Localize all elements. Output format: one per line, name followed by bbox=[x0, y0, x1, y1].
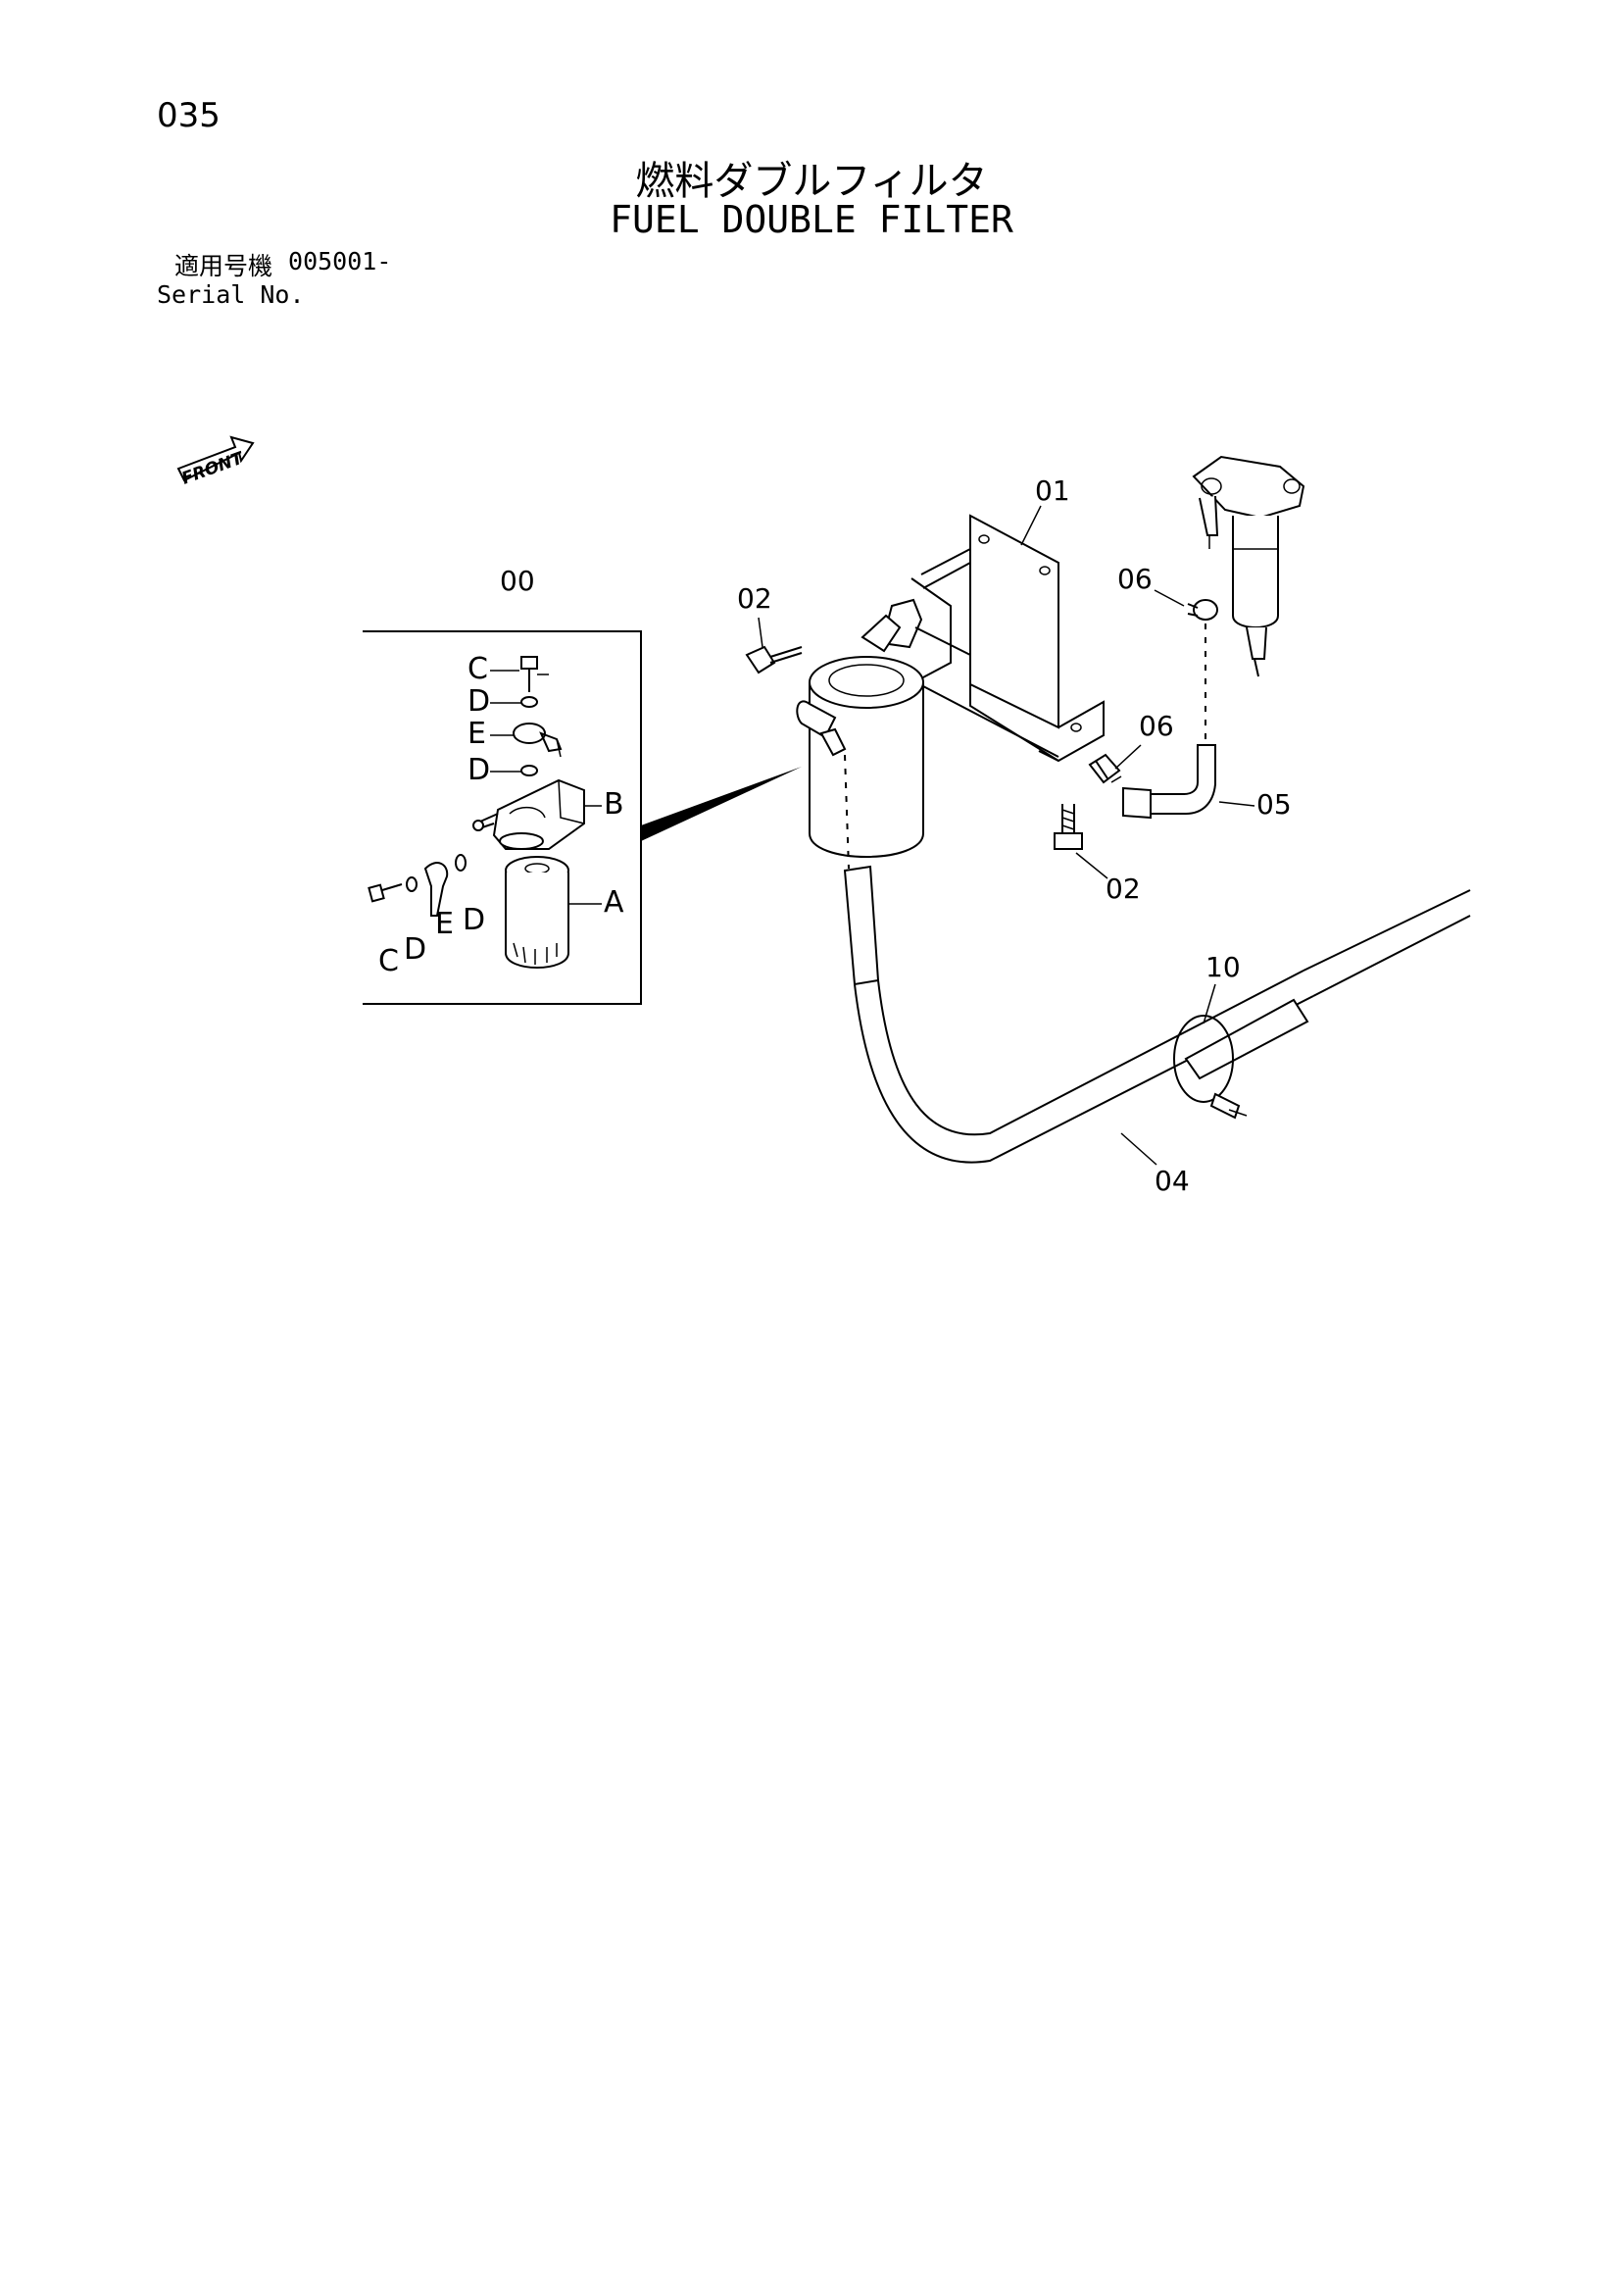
detail-label-d: D bbox=[463, 903, 485, 937]
detail-label-b: B bbox=[604, 787, 624, 822]
detail-label-d: D bbox=[467, 753, 490, 787]
serial-label-english: Serial No. bbox=[157, 280, 305, 309]
part-label-02: 02 bbox=[1106, 873, 1141, 905]
label-assembly-00: 00 bbox=[500, 565, 535, 597]
detail-label-d: D bbox=[467, 684, 490, 719]
part-label-04: 04 bbox=[1155, 1165, 1190, 1197]
serial-row: 適用号機 005001- bbox=[157, 247, 391, 282]
part-label-10: 10 bbox=[1205, 951, 1241, 983]
part-label-06: 06 bbox=[1117, 563, 1153, 595]
detail-washer-icon bbox=[520, 765, 538, 776]
hose-clamp-icon bbox=[1187, 599, 1218, 621]
detail-label-d: D bbox=[404, 932, 426, 967]
bolt-icon bbox=[1054, 804, 1083, 850]
part-label-01: 01 bbox=[1035, 474, 1070, 507]
page-title-english: FUEL DOUBLE FILTER bbox=[610, 198, 1013, 241]
front-arrow-icon: FRONT bbox=[176, 435, 255, 489]
detail-washer-icon bbox=[520, 696, 538, 708]
detail-eye-joint-icon bbox=[513, 723, 563, 758]
hose-clamp-icon bbox=[1088, 753, 1121, 784]
detail-filter-cartridge-icon bbox=[505, 856, 569, 969]
detail-box: C D E D B A C D E D bbox=[363, 630, 802, 1005]
fuel-filter-canister-icon bbox=[796, 598, 1059, 858]
detail-label-a: A bbox=[604, 885, 624, 920]
serial-label-japanese: 適用号機 bbox=[174, 252, 273, 280]
page-number: 035 bbox=[157, 96, 221, 135]
part-label-05: 05 bbox=[1256, 788, 1292, 821]
bracket-icon bbox=[910, 514, 1105, 763]
pipe-clamp-icon bbox=[1173, 1015, 1248, 1120]
bolt-icon bbox=[745, 645, 803, 674]
part-label-02: 02 bbox=[737, 582, 772, 615]
pre-filter-icon bbox=[1192, 455, 1305, 677]
fuel-line-icon bbox=[843, 754, 1471, 1164]
serial-block: 適用号機 005001- Serial No. bbox=[157, 247, 391, 309]
detail-label-c: C bbox=[467, 652, 488, 686]
detail-label-e: E bbox=[467, 717, 486, 751]
detail-filter-head-icon bbox=[472, 778, 585, 850]
detail-bolt-icon bbox=[520, 656, 549, 692]
front-label: FRONT bbox=[179, 448, 247, 488]
page-title-japanese: 燃料ダブルフィルタ bbox=[635, 159, 988, 204]
detail-lower-bolt-icon bbox=[368, 854, 467, 917]
part-label-06: 06 bbox=[1139, 710, 1174, 742]
detail-label-c: C bbox=[378, 944, 399, 978]
serial-value: 005001- bbox=[288, 247, 392, 275]
detail-label-e: E bbox=[435, 907, 454, 941]
fuel-hose-icon bbox=[1110, 624, 1216, 820]
